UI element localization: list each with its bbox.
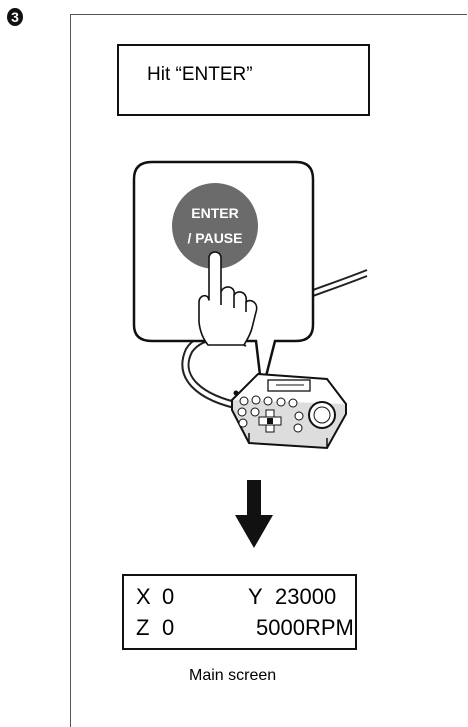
enter-pause-button[interactable]: ENTER / PAUSE <box>172 183 258 269</box>
step-frame <box>70 14 467 727</box>
hand-pointer-icon <box>198 251 258 346</box>
caption: Main screen <box>189 667 277 684</box>
lcd-y-value: 23000 <box>275 584 337 609</box>
lcd-rpm: 5000RPM <box>256 615 354 640</box>
instruction-text: Hit “ENTER” <box>147 64 253 85</box>
button-label-line1: ENTER <box>191 205 238 221</box>
lcd-x-value: 0 <box>162 584 175 609</box>
lcd-main-screen: X 0 Y 23000 Z 0 5000RPM <box>122 574 357 650</box>
step-3-badge-icon: 3 <box>7 8 23 26</box>
step-number: 3 <box>11 9 19 25</box>
lcd-y-label: Y <box>248 584 263 609</box>
button-label-line2: / PAUSE <box>188 230 243 246</box>
lcd-x-label: X <box>136 584 151 609</box>
arrow-down-icon <box>235 480 273 548</box>
lcd-z-label: Z <box>136 615 150 640</box>
remote-controller-icon <box>230 372 348 450</box>
lcd-z-value: 0 <box>162 615 175 640</box>
instruction-box: Hit “ENTER” <box>117 44 370 116</box>
